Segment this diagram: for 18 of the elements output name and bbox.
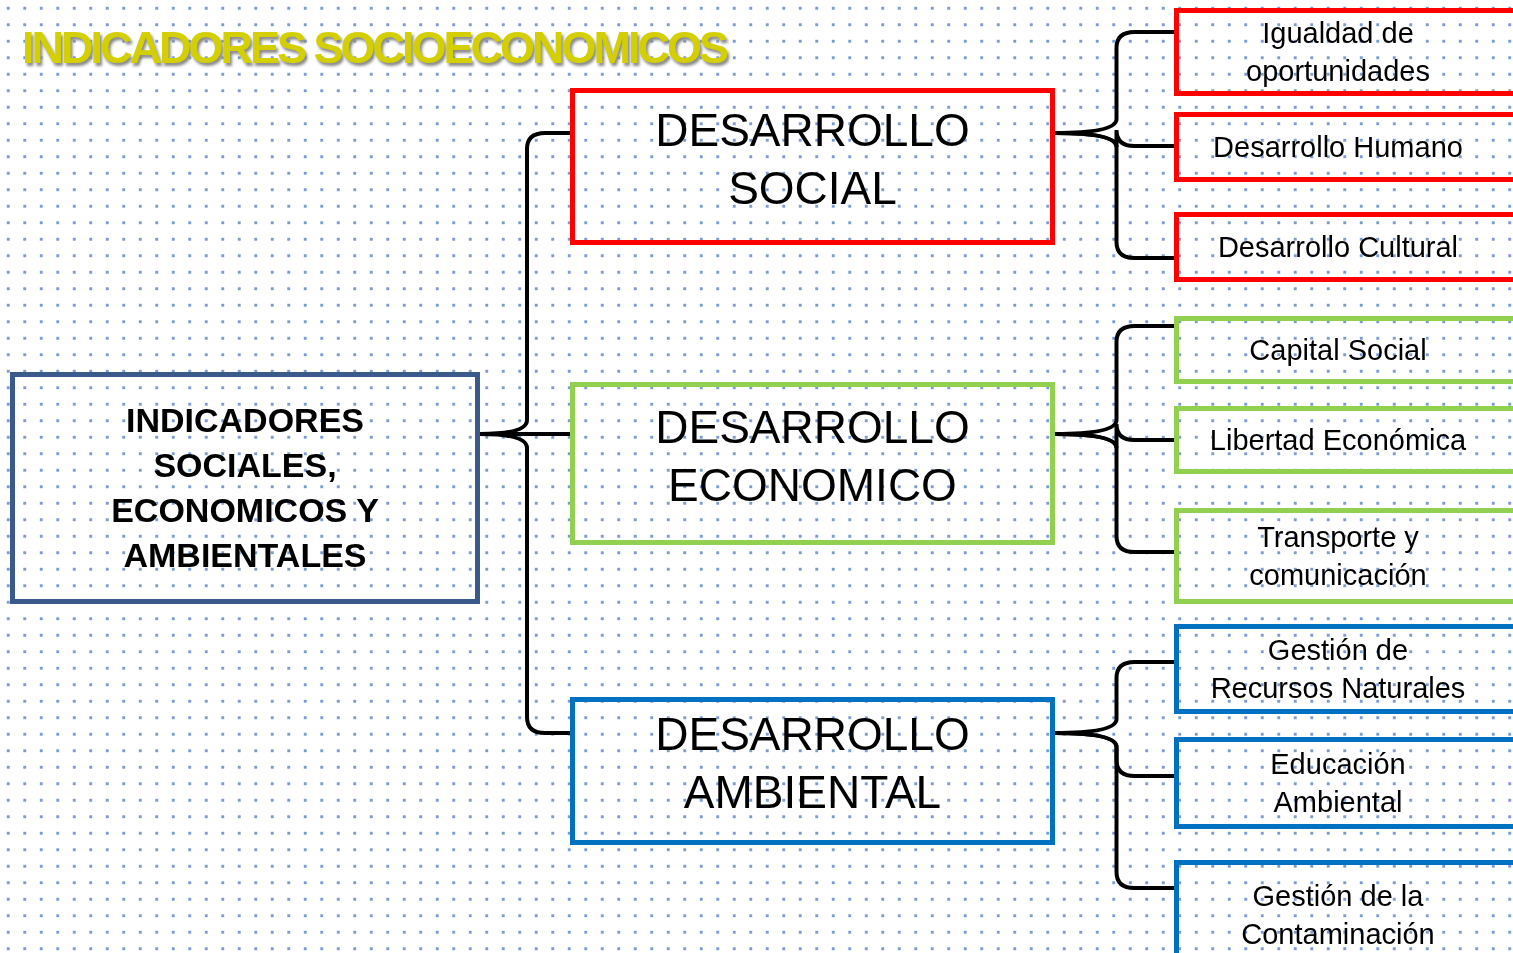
brace-connector [1054, 731, 1174, 890]
indicator-box: Gestión de Recursos Naturales [1174, 624, 1513, 714]
brace-connector [1054, 131, 1174, 260]
indicator-box: Desarrollo Humano [1174, 112, 1513, 182]
category-box: DESARROLLO SOCIAL [570, 88, 1055, 245]
category-box: DESARROLLO ECONOMICO [570, 382, 1055, 545]
category-box: DESARROLLO AMBIENTAL [570, 697, 1055, 845]
indicator-box: Capital Social [1174, 316, 1513, 384]
indicator-box: Libertad Económica [1174, 406, 1513, 474]
indicator-box: Desarrollo Cultural [1174, 212, 1513, 282]
title: INDICADORES SOCIOECONOMICOS [22, 21, 727, 75]
indicator-box: Igualdad de oportunidades [1174, 8, 1513, 96]
brace-connector [479, 432, 570, 735]
root-box: INDICADORES SOCIALES, ECONOMICOS Y AMBIENTALES [10, 372, 480, 604]
brace-connector [1054, 432, 1174, 554]
indicator-box: Gestión de la Contaminación [1174, 860, 1513, 953]
indicator-box: Transporte y comunicación [1174, 508, 1513, 604]
indicator-box: Educación Ambiental [1174, 737, 1513, 829]
